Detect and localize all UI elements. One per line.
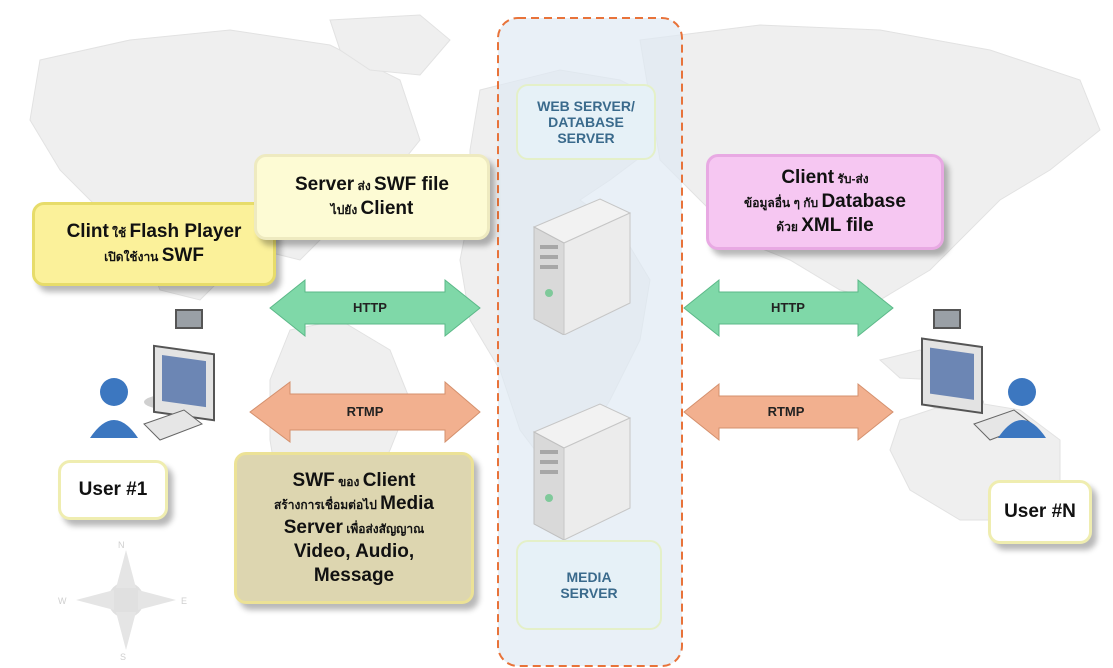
compass-e: E	[181, 596, 188, 606]
callout-send-word: ส่ง	[354, 179, 375, 194]
callout-client-word: Client	[360, 198, 414, 219]
media-server-label-line-1: MEDIA	[566, 569, 612, 585]
user-n-text: User #N	[1004, 501, 1076, 523]
compass-w: W	[58, 596, 67, 606]
callout-swf-media-send-signal: เพื่อส่งสัญญาณ	[342, 522, 425, 537]
callout-server-send-swf: Server ส่ง SWF file ไปยัง Client	[254, 154, 490, 240]
callout-open-use: เปิดใช้งาน	[104, 250, 162, 264]
callout-swf-media-server: Server	[283, 517, 343, 539]
rtmp-label-right: RTMP	[767, 404, 805, 419]
media-server-label: MEDIA SERVER	[516, 540, 662, 630]
callout-swf-media-server: SWF ของ Client สร้างการเชื่อมต่อไป Media…	[234, 452, 474, 604]
http-arrow-right	[683, 278, 894, 338]
callout-swf-file: SWF file	[374, 174, 449, 196]
media-server-label-line-2: SERVER	[560, 585, 618, 601]
web-server-label-line-1: WEB SERVER/	[537, 98, 635, 114]
rtmp-label-left: RTMP	[346, 404, 384, 419]
user-n-label: User #N	[988, 480, 1092, 544]
callout-client-xml-xml-file: XML file	[801, 214, 874, 236]
web-server-label-line-3: SERVER	[557, 130, 615, 146]
callout-swf-media-connect: สร้างการเชื่อมต่อไป	[273, 498, 381, 513]
callout-swf-media-message: Message	[313, 564, 395, 586]
callout-flash-player: Flash Player	[129, 221, 242, 243]
media-server-icon	[532, 403, 632, 540]
callout-client-xml-database: Database	[821, 191, 906, 213]
compass-s: S	[120, 652, 127, 662]
callout-swf: SWF	[161, 245, 204, 266]
web-server-label: WEB SERVER/ DATABASE SERVER	[516, 84, 656, 160]
callout-client-xml-client: Client	[781, 167, 835, 189]
callout-client-xml-with: ด้วย	[776, 219, 802, 234]
http-label-left: HTTP	[353, 300, 387, 315]
rtmp-arrow-right	[683, 382, 894, 442]
callout-server-word: Server	[295, 174, 355, 196]
http-label-right: HTTP	[771, 300, 805, 315]
callout-client-xml-other-data: ข้อมูลอื่น ๆ กับ	[744, 196, 822, 211]
user-n-computer-icon	[921, 309, 1046, 441]
callout-to-word: ไปยัง	[330, 203, 361, 217]
callout-swf-media-media: Media	[380, 493, 435, 515]
callout-swf-media-swf: SWF	[292, 469, 335, 491]
rtmp-arrow-left	[249, 380, 481, 444]
user-1-computer-icon	[90, 309, 215, 441]
callout-client-xml-send-receive: รับ-ส่ง	[834, 172, 869, 187]
user-1-label: User #1	[58, 460, 168, 520]
callout-client-xml: Client รับ-ส่ง ข้อมูลอื่น ๆ กับ Database…	[706, 154, 944, 250]
callout-swf-media-client: Client	[362, 469, 416, 491]
callout-swf-media-of: ของ	[334, 474, 363, 489]
compass-n: N	[118, 540, 125, 550]
user-1-text: User #1	[78, 479, 148, 501]
callout-clint-flash-player: Clint ใช้ Flash Player เปิดใช้งาน SWF	[32, 202, 276, 286]
compass-icon	[76, 550, 176, 650]
callout-clint-uses: ใช้	[108, 226, 130, 241]
callout-swf-media-video-audio: Video, Audio,	[293, 540, 415, 562]
callout-clint-word: Clint	[66, 221, 109, 243]
http-arrow-left	[269, 278, 481, 338]
web-server-icon	[532, 198, 632, 335]
web-server-label-line-2: DATABASE	[548, 114, 624, 130]
